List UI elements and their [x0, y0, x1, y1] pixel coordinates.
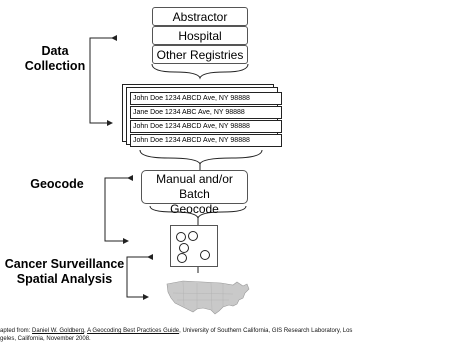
citation-line-2: geles, California, November 2008. — [0, 336, 91, 342]
source-other-registries: Other Registries — [152, 45, 248, 64]
source-hospital: Hospital — [152, 26, 248, 45]
citation-prefix: apted from: — [0, 328, 33, 334]
analysis-line-1: Cancer Surveillance — [4, 257, 125, 271]
citation-author-link[interactable]: Daniel W. Goldberg — [32, 328, 85, 334]
geocode-box-line-1: Manual and/or Batch — [156, 172, 233, 201]
geocode-bracket — [104, 175, 133, 244]
source-abstractor: Abstractor — [152, 7, 248, 26]
point-map-box — [170, 225, 218, 267]
citation-rest-1: , University of Southern California, GIS… — [179, 328, 353, 334]
data-collection-line-2: Collection — [24, 59, 86, 73]
geocode-process-box: Manual and/or Batch Geocode — [141, 170, 248, 216]
geocode-label: Geocode — [30, 177, 84, 191]
record-row: John Doe 1234 ABCD Ave, NY 98888 — [130, 92, 282, 105]
us-map-image — [166, 280, 250, 315]
analysis-line-2: Spatial Analysis — [16, 272, 113, 286]
record-row: John Doe 1234 ABCD Ave, NY 98888 — [130, 120, 282, 133]
citation-title-link[interactable]: A Geocoding Best Practices Guide — [87, 328, 180, 334]
citation-footer: apted from: Daniel W. Goldberg, A Geocod… — [0, 327, 458, 343]
geocode-box-line-2: Geocode — [170, 202, 219, 216]
data-collection-line-1: Data — [41, 44, 69, 58]
analysis-label: Cancer Surveillance Spatial Analysis — [2, 257, 127, 287]
record-row: Jane Doe 1234 ABC Ave, NY 98888 — [130, 106, 282, 119]
point-map-icon — [176, 231, 210, 263]
analysis-bracket — [126, 254, 153, 300]
citation-line-1: apted from: Daniel W. Goldberg, A Geocod… — [0, 327, 458, 335]
record-row: John Doe 1234 ABCD Ave, NY 98888 — [130, 134, 282, 147]
citation-sep: , — [84, 328, 88, 334]
data-collection-bracket — [89, 35, 117, 126]
sources-merge-brace — [151, 63, 249, 80]
records-merge-brace — [139, 149, 263, 166]
data-collection-label: Data Collection — [20, 44, 90, 74]
